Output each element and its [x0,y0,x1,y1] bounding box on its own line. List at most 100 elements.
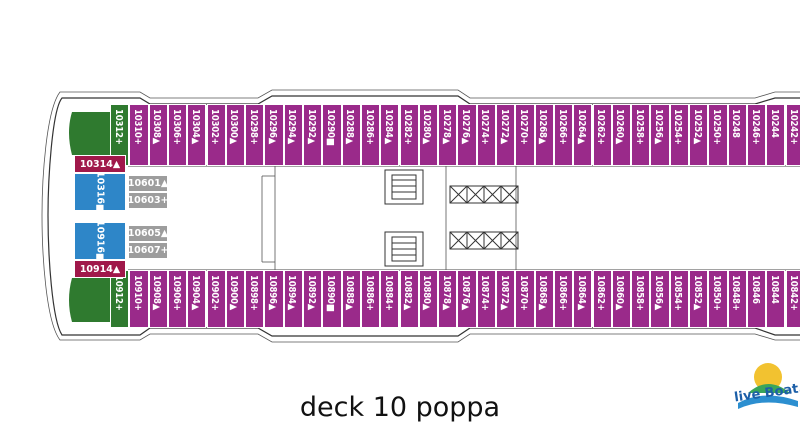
bottom-row-cabin[interactable]: 10864▲ [573,270,593,328]
bottom-row-cabin[interactable]: 10884+ [380,270,400,328]
top-row-cabin[interactable]: 10278▲ [438,104,458,166]
bottom-row-cabin[interactable]: 10848+ [727,270,747,328]
bottom-row-cabin[interactable]: 10892▲ [303,270,323,328]
top-row-cabin[interactable]: 10264▲ [573,104,593,166]
bottom-row-cabin[interactable]: 10898+ [245,270,265,328]
bottom-row-cabin[interactable]: 10912+ [110,270,130,328]
top-row-cabin[interactable]: 10266+ [553,104,574,166]
cabin-number: 10306+ [170,109,182,145]
bottom-row-cabin[interactable]: 10904▲ [187,270,207,328]
cabin-number: 10884+ [382,275,394,311]
cabin-number: 10260▲ [614,109,626,145]
bottom-row-cabin[interactable]: 10910+ [129,270,149,328]
cabin-number: 10252▲ [691,109,703,145]
bottom-row-cabin[interactable]: 10886+ [360,270,381,328]
top-row-cabin[interactable]: 10250+ [708,104,728,166]
top-row-cabin[interactable]: 10270+ [515,104,535,166]
top-row-cabin[interactable]: 10302+ [206,104,226,166]
top-row-cabin[interactable]: 10272▲ [496,104,516,166]
cabin-number: 10882▲ [402,275,414,311]
bottom-row-cabin[interactable]: 10890■ [322,270,342,328]
top-row-cabin[interactable]: 10242+ [785,104,800,166]
top-row-cabin[interactable]: 10260▲ [611,104,632,166]
top-row-cabin[interactable]: 10308▲ [148,104,168,166]
top-row-cabin[interactable]: 10296▲ [264,104,284,166]
bottom-row-cabin[interactable]: 10846 [746,270,767,328]
cabin-inner-2[interactable]: 10603+ [128,192,169,209]
bottom-row-cabin[interactable]: 10888▲ [341,270,361,328]
top-row-cabin[interactable]: 10292▲ [303,104,323,166]
bottom-row-cabin[interactable]: 10906+ [167,270,188,328]
cabin-number: 10254+ [672,109,684,145]
top-row-cabin[interactable]: 10290■ [322,104,342,166]
bottom-row-cabin[interactable]: 10880▲ [418,270,439,328]
cabin-number: 10250+ [710,109,722,145]
bottom-row-cabin[interactable]: 10902+ [206,270,226,328]
bottom-row-cabin[interactable]: 10854+ [669,270,689,328]
top-row-cabin[interactable]: 10256▲ [650,104,670,166]
top-row-cabin[interactable]: 10246+ [746,104,767,166]
top-row-cabin[interactable]: 10298+ [245,104,265,166]
top-row-cabin[interactable]: 10252▲ [689,104,709,166]
bottom-row-cabin[interactable]: 10878▲ [438,270,458,328]
top-row-cabin[interactable]: 10284▲ [380,104,400,166]
top-row-cabin[interactable]: 10274+ [476,104,496,166]
bottom-row-cabin[interactable]: 10894▲ [283,270,303,328]
top-row-cabin[interactable]: 10304▲ [187,104,207,166]
cabin-number: 10248 [730,109,742,138]
cabin-aft-red-top[interactable]: 10314▲ [74,155,126,173]
bottom-row-cabin[interactable]: 10842+ [785,270,800,328]
top-row-cabin[interactable]: 10280▲ [418,104,439,166]
cabin-inner-3[interactable]: 10605▲ [128,225,168,242]
top-row-cabin[interactable]: 10248 [727,104,747,166]
cabin-inner-1[interactable]: 10601▲ [128,175,168,192]
bottom-row-cabin[interactable]: 10908▲ [148,270,168,328]
top-row-cabin[interactable]: 10244 [766,104,786,166]
top-row-cabin[interactable]: 10300▲ [225,104,246,166]
bottom-row-cabin[interactable]: 10882▲ [399,270,419,328]
top-row-cabin[interactable]: 10286+ [360,104,381,166]
cabin-aft-red-bottom[interactable]: 10914▲ [74,260,126,278]
cabin-number: 10866+ [556,275,568,311]
cabin-number: 10902+ [209,275,221,311]
top-row-cabin[interactable]: 10262+ [592,104,612,166]
bottom-row-cabin[interactable]: 10862+ [592,270,612,328]
bottom-row-cabin[interactable]: 10856▲ [650,270,670,328]
bottom-row-cabin[interactable]: 10870+ [515,270,535,328]
bottom-row-cabin[interactable]: 10866+ [553,270,574,328]
top-row-cabin[interactable]: 10310+ [129,104,149,166]
top-row-cabin[interactable]: 10268▲ [534,104,554,166]
cabin-inner-4[interactable]: 10607+ [128,242,169,259]
bottom-row-cabin[interactable]: 10858+ [631,270,651,328]
top-row-cabin[interactable]: 10254+ [669,104,689,166]
bottom-row-cabin[interactable]: 10900▲ [225,270,246,328]
cabin-number: 10844 [768,275,780,304]
top-row-cabin[interactable]: 10306+ [167,104,188,166]
top-row-cabin[interactable]: 10258+ [631,104,651,166]
top-row-cabin[interactable]: 10288▲ [341,104,361,166]
cabin-number: 10280▲ [421,109,433,145]
top-row-cabin[interactable]: 10282+ [399,104,419,166]
cabin-number: 10896▲ [267,275,279,311]
bottom-row-cabin[interactable]: 10896▲ [264,270,284,328]
cabin-aft-blue-top[interactable]: 10316■ [74,171,126,213]
cabin-number: 10282+ [402,109,414,145]
cabin-number: 10872▲ [498,275,510,311]
bottom-row-cabin[interactable]: 10850+ [708,270,728,328]
bottom-row-cabin[interactable]: 10868▲ [534,270,554,328]
cabin-number: 10290■ [324,109,336,146]
bottom-row-cabin[interactable]: 10876▲ [457,270,477,328]
top-row-cabin[interactable]: 10294▲ [283,104,303,166]
top-row-cabin[interactable]: 10276▲ [457,104,477,166]
cabin-aft-blue-bottom[interactable]: 10916■ [74,220,126,262]
livеboat-logo-icon [738,363,798,409]
bottom-row-cabin[interactable]: 10872▲ [496,270,516,328]
bottom-row-cabin[interactable]: 10874+ [476,270,496,328]
bottom-row-cabin[interactable]: 10844 [766,270,786,328]
cabin-number: 10266+ [556,109,568,145]
bottom-row-cabin[interactable]: 10852▲ [689,270,709,328]
cabin-number: 10912+ [112,275,124,311]
bottom-row-cabin[interactable]: 10860▲ [611,270,632,328]
